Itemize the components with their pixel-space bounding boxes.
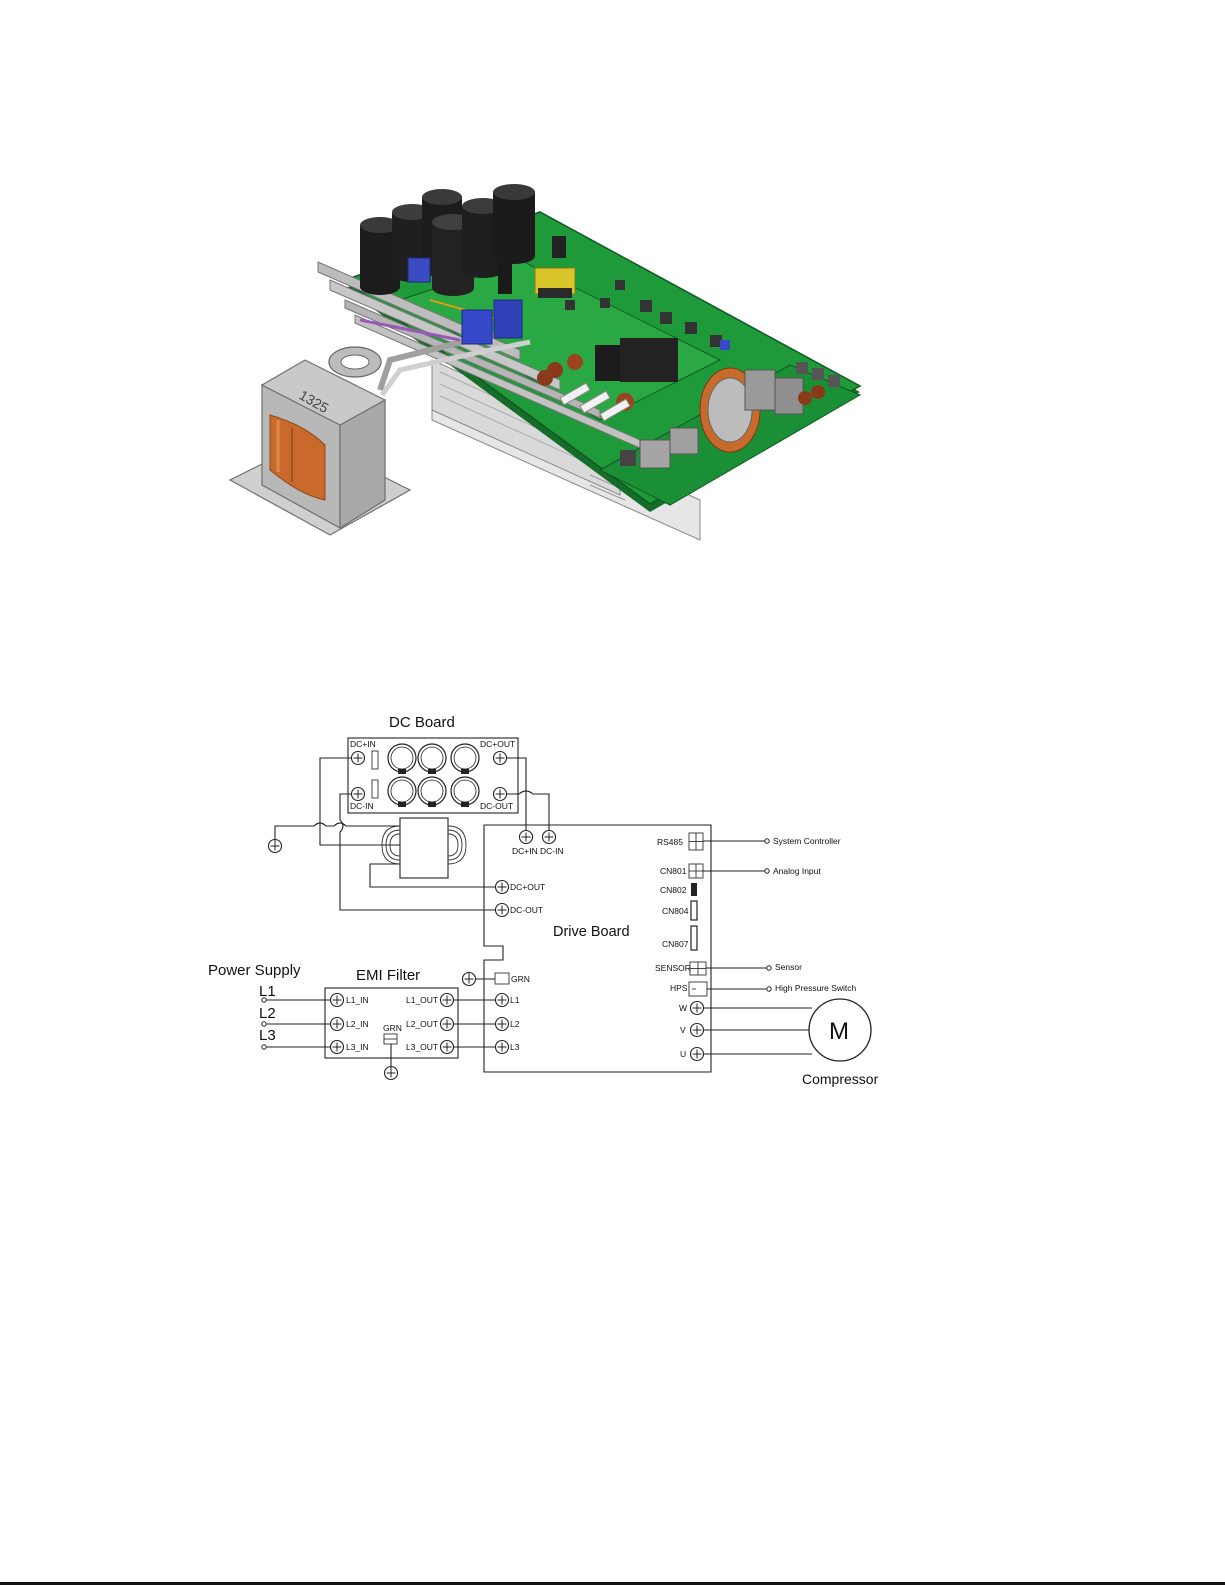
- power-supply-l3-label: L3: [259, 1027, 276, 1044]
- sensor-label: Sensor: [775, 962, 802, 972]
- cn807-connector: [691, 926, 697, 950]
- drive-board-dc-neg-out-terminal: [496, 904, 509, 917]
- high-pressure-switch-label: High Pressure Switch: [775, 983, 857, 993]
- dc-board-dc-neg-out-terminal: [494, 788, 507, 801]
- dc-board-resistor: [372, 780, 378, 798]
- u-label: U: [680, 1049, 686, 1059]
- rs485-connector: [689, 833, 703, 850]
- emi-ground-symbol: [385, 1067, 398, 1080]
- emi-l3-in-label: L3_IN: [346, 1042, 369, 1052]
- dc-board-resistor: [372, 751, 378, 769]
- emi-l2-in-terminal: [331, 1018, 344, 1031]
- emi-l3-in-terminal: [331, 1041, 344, 1054]
- emi-filter-title: EMI Filter: [356, 967, 420, 984]
- power-supply-title: Power Supply: [208, 962, 301, 979]
- drive-board-dc-pos-in-terminal: [520, 831, 533, 844]
- dc-board-dc-neg-in-terminal: [352, 788, 365, 801]
- hps-label: HPS: [670, 983, 688, 993]
- v-label: V: [680, 1025, 686, 1035]
- w-label: W: [679, 1003, 687, 1013]
- drive-board-grn-label: GRN: [511, 974, 530, 984]
- u-terminal: [691, 1048, 704, 1061]
- drive-ground-symbol: [463, 973, 476, 986]
- dc-board-dc-pos-in-label: DC+IN: [350, 739, 376, 749]
- drive-board-dc-neg-in-label: DC-IN: [540, 846, 564, 856]
- v-terminal: [691, 1024, 704, 1037]
- cn802-label: CN802: [660, 885, 687, 895]
- drive-board: Drive Board DC+IN DC-IN DC+OUT DC-OUT GR…: [484, 825, 711, 1072]
- emi-l3-out-terminal: [441, 1041, 454, 1054]
- drive-board-l1-terminal: [496, 994, 509, 1007]
- emi-l2-out-terminal: [441, 1018, 454, 1031]
- dc-reactor-core: [400, 818, 448, 878]
- sensor-port-label: SENSOR: [655, 963, 691, 973]
- dc-reactor: [382, 818, 466, 878]
- drive-board-ground: [463, 973, 496, 986]
- dc-board-capacitor: [418, 744, 446, 774]
- drive-board-l2-terminal: [496, 1018, 509, 1031]
- external-connections: System Controller Analog Input Sensor Hi…: [703, 836, 857, 993]
- emi-l1-in-label: L1_IN: [346, 995, 369, 1005]
- power-supply-l2-label: L2: [259, 1005, 276, 1022]
- dc-board-dc-neg-out-label: DC-OUT: [480, 801, 513, 811]
- emi-l1-out-label: L1_OUT: [406, 995, 438, 1005]
- hps-connector: [689, 982, 707, 996]
- cn802-connector: [691, 883, 697, 896]
- emi-l2-out-label: L2_OUT: [406, 1019, 438, 1029]
- rs485-label: RS485: [657, 837, 683, 847]
- cn804-label: CN804: [662, 906, 689, 916]
- dc-board-capacitor: [451, 777, 479, 807]
- emi-to-drive-wires: [453, 1000, 496, 1047]
- emi-l3-out-label: L3_OUT: [406, 1042, 438, 1052]
- dc-board-dc-pos-out-terminal: [494, 752, 507, 765]
- cn801-connector: [689, 864, 703, 878]
- w-terminal: [691, 1002, 704, 1015]
- dc-board-title: DC Board: [389, 714, 455, 731]
- drive-board-title: Drive Board: [553, 924, 630, 940]
- emi-grn-label: GRN: [383, 1023, 402, 1033]
- emi-l2-in-label: L2_IN: [346, 1019, 369, 1029]
- compressor: M Compressor: [704, 999, 879, 1087]
- motor-letter: M: [829, 1018, 849, 1045]
- drive-board-dc-pos-out-terminal: [496, 881, 509, 894]
- drive-board-dc-neg-out-label: DC-OUT: [510, 905, 543, 915]
- power-supply: Power Supply L1 L2 L3: [208, 962, 331, 1049]
- drive-board-grn-connector: [495, 973, 509, 984]
- dc-board: DC Board DC+IN DC-IN DC+OUT DC-OUT: [348, 714, 518, 813]
- dc-board-capacitor: [451, 744, 479, 774]
- dc-board-ground-symbol: [269, 840, 282, 853]
- emi-l1-out-terminal: [441, 994, 454, 1007]
- dc-board-dc-neg-in-label: DC-IN: [350, 801, 374, 811]
- emi-filter: EMI Filter L1_IN L2_IN L3_IN L1_OUT L2_O…: [325, 967, 458, 1080]
- system-controller-label: System Controller: [773, 836, 841, 846]
- drive-board-l3-terminal: [496, 1041, 509, 1054]
- dc-board-capacitor: [418, 777, 446, 807]
- drive-board-l3-label: L3: [510, 1042, 520, 1052]
- compressor-label: Compressor: [802, 1071, 879, 1087]
- drive-board-dc-pos-out-label: DC+OUT: [510, 882, 545, 892]
- cn807-label: CN807: [662, 939, 689, 949]
- cn804-connector: [691, 901, 697, 920]
- dc-board-dc-pos-in-terminal: [352, 752, 365, 765]
- dc-board-dc-pos-out-label: DC+OUT: [480, 739, 515, 749]
- drive-board-l2-label: L2: [510, 1019, 520, 1029]
- dc-board-capacitor: [388, 744, 416, 774]
- power-supply-l1-label: L1: [259, 983, 276, 1000]
- drive-board-dc-neg-in-terminal: [543, 831, 556, 844]
- emi-l1-in-terminal: [331, 994, 344, 1007]
- sensor-connector: [690, 962, 706, 975]
- drive-board-dc-pos-in-label: DC+IN: [512, 846, 538, 856]
- analog-input-label: Analog Input: [773, 866, 821, 876]
- dc-board-capacitor: [388, 777, 416, 807]
- drive-board-l1-label: L1: [510, 995, 520, 1005]
- cn801-label: CN801: [660, 866, 687, 876]
